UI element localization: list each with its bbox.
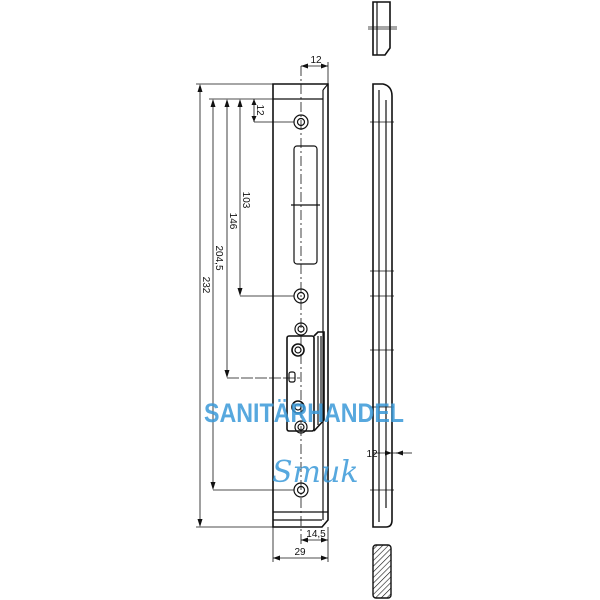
watermark-script: Smuk xyxy=(272,455,359,490)
watermark-text: SANITÄRHANDEL xyxy=(204,398,404,428)
dim-103: 103 xyxy=(240,192,251,209)
dim-total-width: 29 xyxy=(294,547,306,558)
side-view xyxy=(368,1,412,599)
screw-hole xyxy=(294,420,308,434)
screw-hole xyxy=(294,322,308,336)
plate-outline xyxy=(272,83,329,528)
dim-side-depth: 12 xyxy=(366,449,378,460)
dim-bottom-offset: 14,5 xyxy=(306,529,326,540)
dim-top-offset: 12 xyxy=(254,104,265,116)
dim-232: 232 xyxy=(200,277,211,294)
front-view xyxy=(272,66,329,545)
top-section xyxy=(372,1,391,56)
dim-top-width: 12 xyxy=(310,55,322,66)
latch-mechanism xyxy=(286,331,325,432)
dim-204-5: 204,5 xyxy=(213,245,224,270)
dimension-lines xyxy=(196,62,329,562)
side-profile xyxy=(372,83,393,528)
cross-section xyxy=(372,544,392,599)
dim-146: 146 xyxy=(227,213,238,230)
